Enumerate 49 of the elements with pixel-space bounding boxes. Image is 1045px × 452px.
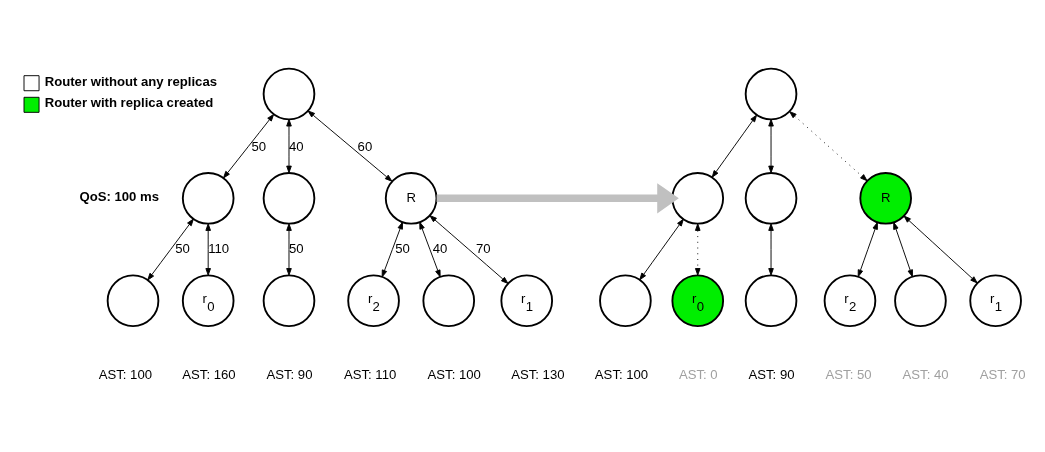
arrow (768, 118, 774, 173)
arrow (768, 222, 774, 276)
arrow (223, 113, 275, 178)
edge-label: 50 (395, 240, 410, 256)
node-label: AST: 110 (343, 366, 397, 382)
arrow (903, 215, 978, 283)
edge-label: 50 (289, 240, 304, 256)
node-circle (894, 273, 947, 327)
arrow (429, 214, 509, 284)
legend-label: Router without any replicas (44, 73, 218, 89)
arrow (639, 218, 684, 280)
node-label: AST: 90 (266, 366, 313, 382)
node-label: AST: 100 (98, 366, 153, 382)
node-label: AST: 100 (594, 366, 649, 382)
arrow (419, 221, 441, 277)
edge-label: 50 (175, 240, 190, 256)
arrow (286, 118, 292, 173)
node-label: AST: 50 (825, 366, 872, 382)
node-circle (744, 171, 798, 225)
node-circle (422, 273, 476, 327)
edge-label: 70 (475, 240, 491, 256)
edge-label: 40 (289, 138, 304, 154)
arrow (893, 221, 913, 277)
node-label: AST: 40 (902, 366, 949, 382)
edge-label: 50 (251, 138, 267, 154)
node-label: AST: 70 (979, 366, 1026, 382)
arrow (205, 222, 211, 276)
node-label: AST: 100 (427, 366, 481, 382)
arrow (307, 110, 393, 182)
node-label: AST: 0 (678, 366, 718, 382)
arrow (436, 182, 679, 213)
arrow (789, 110, 868, 181)
node-circle (262, 171, 316, 225)
arrow (286, 222, 292, 276)
node-label: AST: 160 (182, 366, 236, 382)
node-circle (262, 273, 316, 327)
node-label: AST: 90 (748, 366, 795, 382)
node-circle (744, 273, 798, 327)
arrow (857, 221, 878, 277)
arrow (694, 222, 701, 276)
edge-label: 110 (208, 240, 230, 256)
arrow (381, 221, 403, 277)
arrow (711, 114, 758, 178)
label: QoS: 100 ms (79, 188, 160, 204)
edge-label: 40 (432, 240, 448, 256)
arrow (147, 218, 194, 280)
node-label: AST: 130 (511, 366, 565, 382)
edge-label: 60 (357, 138, 373, 154)
legend-label: Router with replica created (44, 94, 214, 110)
